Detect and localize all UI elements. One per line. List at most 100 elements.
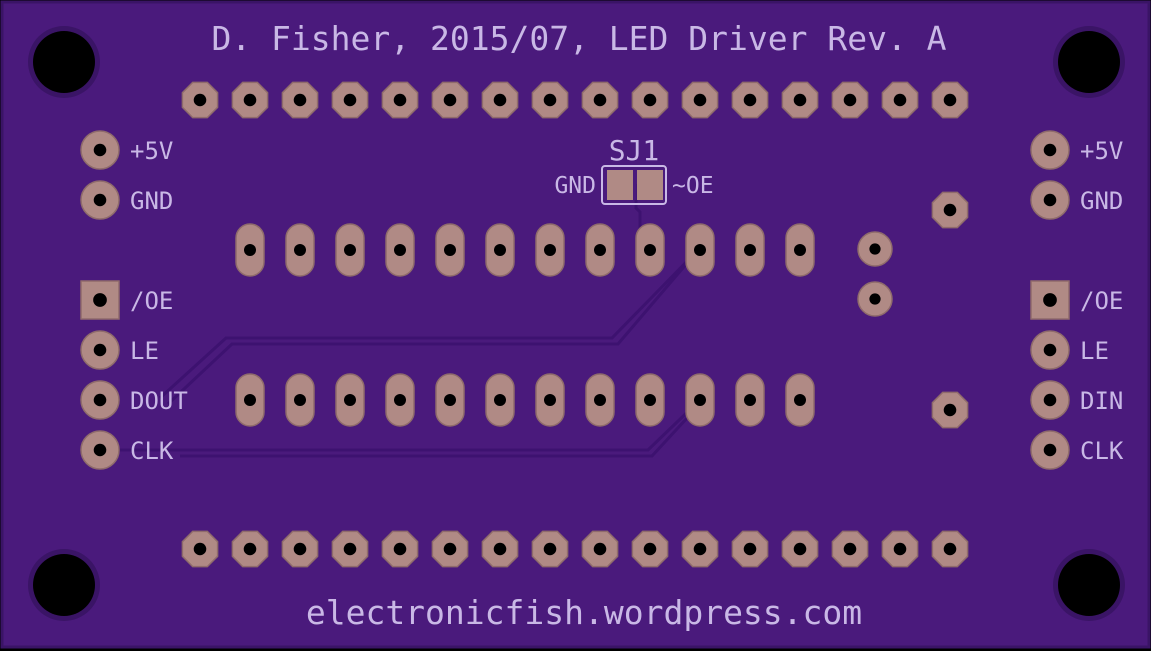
right-header-label: +5V xyxy=(1080,137,1123,165)
jumper-pad-left xyxy=(607,170,633,200)
drill-hole xyxy=(643,542,657,556)
drill-hole xyxy=(943,93,957,107)
right-header-label: CLK xyxy=(1080,437,1124,465)
drill-hole xyxy=(193,93,207,107)
board-title: D. Fisher, 2015/07, LED Driver Rev. A xyxy=(211,19,946,58)
drill-hole xyxy=(294,394,306,406)
drill-hole xyxy=(693,93,707,107)
drill-hole xyxy=(594,394,606,406)
drill-hole xyxy=(794,244,806,256)
drill-hole xyxy=(943,542,957,556)
left-header-label: DOUT xyxy=(130,387,188,415)
drill-hole xyxy=(393,93,407,107)
drill-hole xyxy=(294,244,306,256)
drill-hole xyxy=(693,542,707,556)
drill-hole xyxy=(93,143,107,157)
drill-hole xyxy=(843,93,857,107)
drill-hole xyxy=(293,542,307,556)
left-header-label: /OE xyxy=(130,287,173,315)
right-header-label: /OE xyxy=(1080,287,1123,315)
trace-oe xyxy=(158,246,702,400)
drill-hole xyxy=(644,244,656,256)
drill-hole xyxy=(544,244,556,256)
drill-hole xyxy=(93,443,107,457)
jumper-right-label: ~OE xyxy=(672,173,714,199)
pads xyxy=(80,81,1070,568)
jumper-outline xyxy=(601,165,667,205)
right-header-label: DIN xyxy=(1080,387,1123,415)
drill-hole xyxy=(593,93,607,107)
drill-hole xyxy=(443,542,457,556)
drill-hole xyxy=(444,394,456,406)
mounting-hole-icon xyxy=(1058,554,1120,616)
drill-hole xyxy=(893,93,907,107)
drill-hole xyxy=(393,542,407,556)
drill-hole xyxy=(1043,443,1057,457)
jumper-left-label: GND xyxy=(554,173,596,199)
drill-hole xyxy=(193,542,207,556)
trace-clk-2 xyxy=(180,402,702,458)
left-header-label: CLK xyxy=(130,437,174,465)
drill-hole xyxy=(344,244,356,256)
drill-hole xyxy=(893,542,907,556)
right-header-label: GND xyxy=(1080,187,1123,215)
drill-hole xyxy=(643,93,657,107)
drill-hole xyxy=(243,93,257,107)
drill-hole xyxy=(594,244,606,256)
mounting-hole-icon xyxy=(1058,31,1120,93)
trace-oe-2 xyxy=(166,247,702,406)
drill-hole xyxy=(494,244,506,256)
drill-hole xyxy=(943,403,957,417)
drill-hole xyxy=(343,542,357,556)
drill-hole xyxy=(694,244,706,256)
mounting-holes xyxy=(28,26,1125,621)
drill-hole xyxy=(743,93,757,107)
right-header-label: LE xyxy=(1080,337,1109,365)
drill-hole xyxy=(943,203,957,217)
drill-hole xyxy=(843,542,857,556)
jumper-pad-right xyxy=(637,170,663,200)
drill-hole xyxy=(694,394,706,406)
board-url: electronicfish.wordpress.com xyxy=(306,593,862,632)
drill-hole xyxy=(1043,143,1057,157)
drill-hole xyxy=(93,343,107,357)
drill-hole xyxy=(644,394,656,406)
drill-hole xyxy=(743,542,757,556)
drill-hole xyxy=(343,93,357,107)
drill-hole xyxy=(744,394,756,406)
drill-hole xyxy=(244,394,256,406)
right-header-labels: +5V GND/OE LE DIN CLK xyxy=(1080,137,1124,465)
drill-hole xyxy=(1043,343,1057,357)
drill-hole xyxy=(544,394,556,406)
mounting-hole-icon xyxy=(33,31,95,93)
drill-hole xyxy=(93,293,107,307)
trace-clk xyxy=(104,398,702,452)
drill-hole xyxy=(93,393,107,407)
drill-hole xyxy=(493,542,507,556)
drill-hole xyxy=(293,93,307,107)
drill-hole xyxy=(869,243,881,255)
drill-hole xyxy=(344,394,356,406)
drill-hole xyxy=(444,244,456,256)
drill-hole xyxy=(493,93,507,107)
drill-hole xyxy=(543,93,557,107)
drill-hole xyxy=(243,542,257,556)
drill-hole xyxy=(1043,293,1057,307)
jumper-name: SJ1 xyxy=(609,134,660,167)
drill-hole xyxy=(93,193,107,207)
drill-hole xyxy=(593,542,607,556)
drill-hole xyxy=(1043,393,1057,407)
drill-hole xyxy=(543,542,557,556)
drill-hole xyxy=(1043,193,1057,207)
drill-hole xyxy=(394,394,406,406)
drill-hole xyxy=(869,293,881,305)
drill-hole xyxy=(494,394,506,406)
drill-hole xyxy=(793,93,807,107)
traces xyxy=(104,184,702,458)
drill-hole xyxy=(244,244,256,256)
left-header-label: GND xyxy=(130,187,173,215)
mounting-hole-icon xyxy=(33,554,95,616)
